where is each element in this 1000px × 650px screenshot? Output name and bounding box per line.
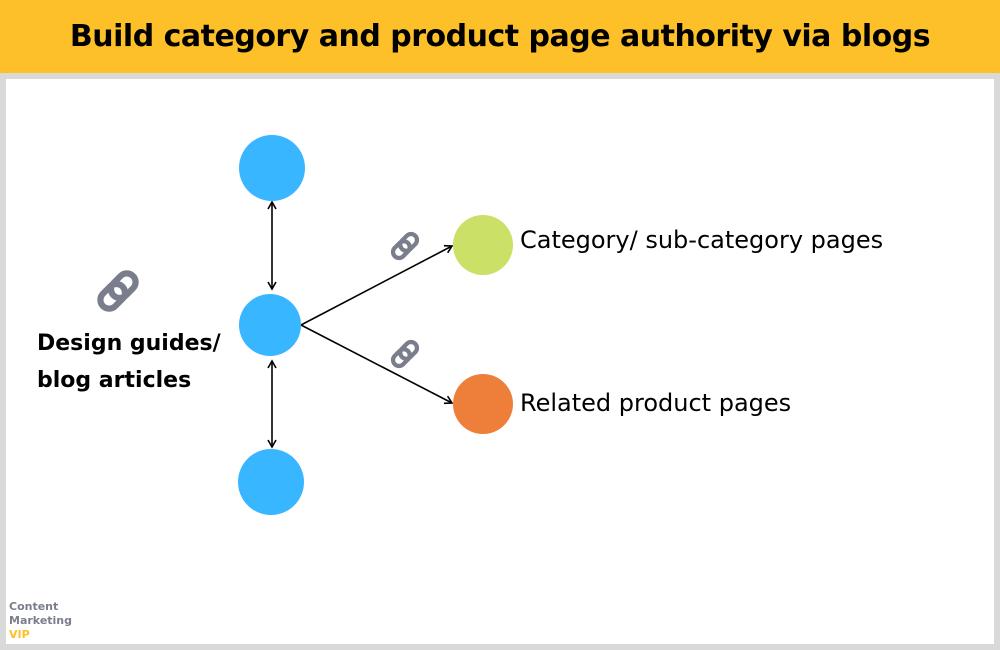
connector-to-category	[300, 244, 454, 326]
blog-node-bottom	[238, 449, 304, 515]
source-label: Design guides/ blog articles	[37, 331, 221, 393]
product-label: Related product pages	[520, 389, 792, 417]
category-node	[453, 215, 513, 275]
blog-node-center	[239, 294, 301, 356]
link-icon	[391, 340, 420, 369]
link-icon	[391, 232, 420, 261]
blog-node-top	[239, 135, 305, 201]
category-label: Category/ sub-category pages	[520, 226, 884, 254]
title-banner: Build category and product page authorit…	[0, 0, 1000, 73]
diagram-panel	[6, 79, 994, 644]
connector-to-product	[300, 324, 454, 405]
page-title: Build category and product page authorit…	[69, 19, 931, 54]
link-icon	[97, 270, 139, 312]
product-node	[453, 374, 513, 434]
brand-logo: Content Marketing VIP	[9, 600, 73, 641]
